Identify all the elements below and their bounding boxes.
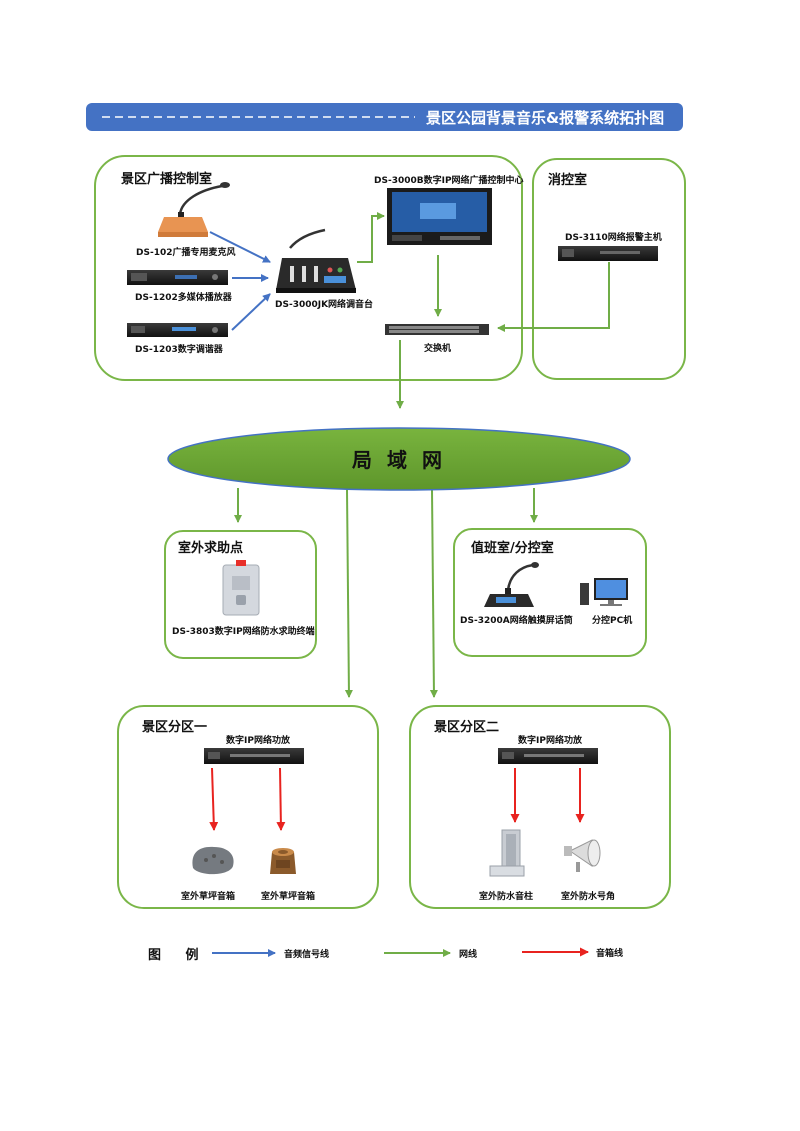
help-terminal-label: DS-3803数字IP网络防水求助终端	[172, 625, 315, 637]
help-terminal-icon	[222, 560, 260, 616]
mixer-label: DS-3000JK网络调音台	[275, 298, 373, 310]
horn-speaker-icon	[564, 839, 601, 872]
control-room-zone: 景区广播控制室 DS-102广播专用麦克风 DS-1202多媒体播放器 DS-1…	[94, 155, 524, 381]
tuner-label: DS-1203数字调谐器	[135, 343, 224, 355]
alarm-host-label: DS-3110网络报警主机	[565, 231, 662, 243]
scenic-zone-two: 景区分区二 数字IP网络功放 室外防水音柱 室外防水号角	[409, 705, 671, 909]
network-switch-icon	[385, 324, 489, 335]
zone2-horn-label: 室外防水号角	[561, 890, 615, 902]
touch-mic-label: DS-3200A网络触摸屏话筒	[460, 614, 573, 626]
player-label: DS-1202多媒体播放器	[135, 291, 233, 303]
media-player-device-icon	[127, 270, 228, 285]
control-room-title: 景区广播控制室	[121, 171, 212, 187]
switch-label: 交换机	[424, 342, 451, 354]
duty-room-title: 值班室/分控室	[471, 540, 554, 556]
legend-network-label: 网线	[459, 948, 477, 960]
audio-signal-lines	[209, 231, 271, 331]
desktop-pc-icon	[580, 578, 628, 606]
mic-label: DS-102广播专用麦克风	[136, 246, 235, 258]
fire-room-title: 消控室	[548, 172, 587, 188]
zone1-speaker2-label: 室外草坪音箱	[261, 890, 315, 902]
zone1-title: 景区分区一	[142, 719, 207, 735]
help-point-zone: 室外求助点 DS-3803数字IP网络防水求助终端	[164, 530, 317, 659]
zone2-title: 景区分区二	[434, 719, 499, 735]
pc-label: 分控PC机	[592, 614, 632, 626]
zone2-column-label: 室外防水音柱	[479, 890, 533, 902]
touch-screen-microphone-icon	[484, 562, 539, 607]
control-center-label: DS-3000B数字IP网络广播控制中心	[374, 174, 524, 186]
legend-audio-label: 音频信号线	[284, 948, 329, 960]
zone2-amp-label: 数字IP网络功放	[518, 734, 583, 746]
lan-cloud: 局 域 网	[167, 427, 631, 491]
legend: 图 例 音频信号线 网线 音箱线	[148, 947, 623, 963]
fire-control-room-zone: 消控室 DS-3110网络报警主机	[532, 158, 686, 380]
diagram-title: 景区公园背景音乐&报警系统拓扑图	[426, 109, 664, 127]
legend-heading: 图 例	[148, 947, 209, 963]
alarm-host-device-icon	[558, 246, 658, 261]
zone1-speaker1-label: 室外草坪音箱	[181, 890, 235, 902]
lan-label: 局 域 网	[351, 448, 446, 472]
network-amplifier-icon	[498, 748, 598, 764]
scenic-zone-one: 景区分区一 数字IP网络功放 室外草坪音箱 室外草坪音箱	[117, 705, 379, 909]
broadcast-control-center-icon	[387, 188, 492, 245]
network-lines	[234, 212, 610, 698]
zone1-amp-label: 数字IP网络功放	[226, 734, 291, 746]
duty-room-zone: 值班室/分控室 DS-3200A网络触摸屏话筒 分控PC机	[453, 528, 647, 657]
network-amplifier-icon	[204, 748, 304, 764]
column-speaker-icon	[489, 829, 525, 877]
gooseneck-microphone-icon	[158, 182, 230, 237]
network-mixer-console-icon	[276, 228, 356, 293]
rock-lawn-speaker-icon	[192, 846, 234, 875]
stump-lawn-speaker-icon	[270, 848, 296, 874]
help-point-title: 室外求助点	[178, 540, 243, 556]
title-banner: 景区公园背景音乐&报警系统拓扑图	[86, 103, 683, 131]
tuner-device-icon	[127, 323, 228, 337]
legend-speaker-label: 音箱线	[596, 947, 623, 959]
